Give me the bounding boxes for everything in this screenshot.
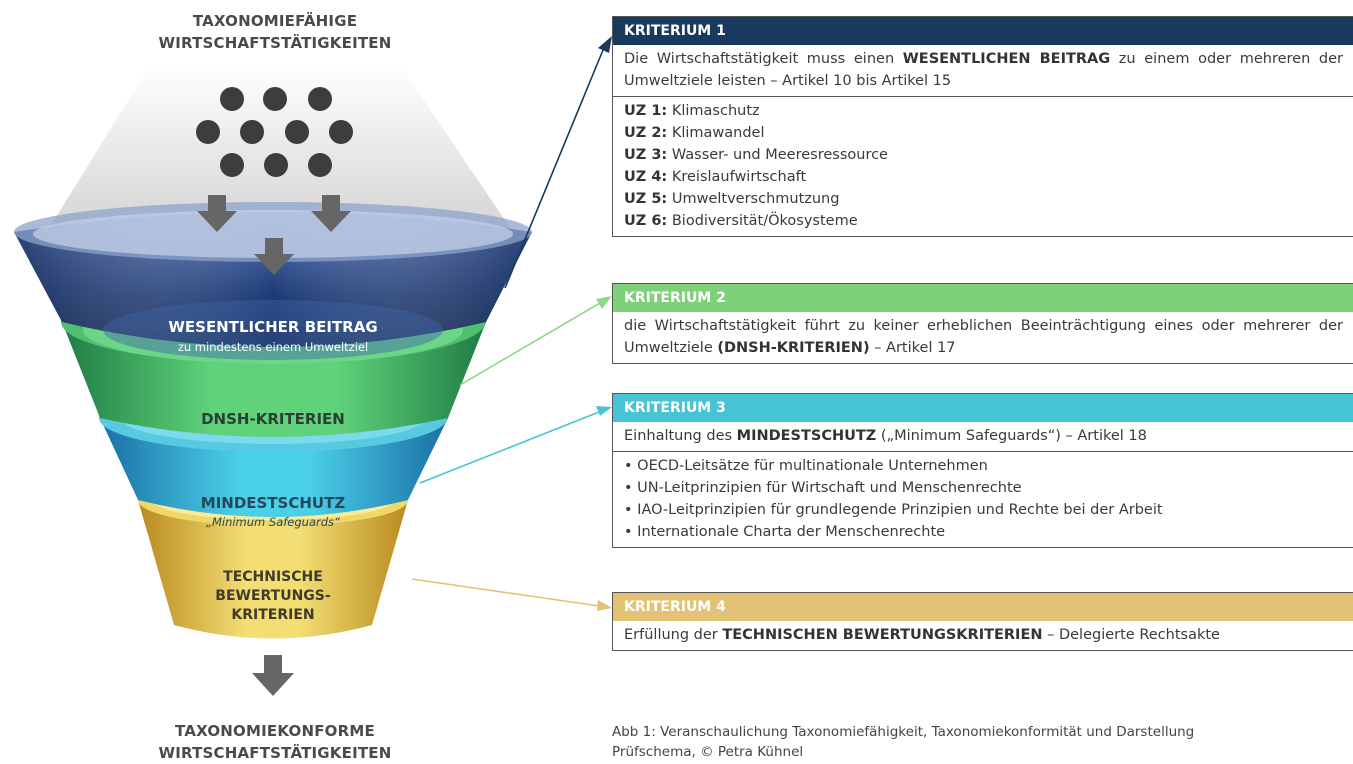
criterion-3-header: KRITERIUM 3 bbox=[613, 394, 1353, 422]
k3-desc-pre: Einhaltung des bbox=[624, 428, 737, 444]
criterion-2-description: die Wirtschaftstätigkeit führt zu keiner… bbox=[613, 312, 1353, 363]
k2-desc-post: – Artikel 17 bbox=[869, 340, 956, 356]
connector-k2 bbox=[459, 302, 601, 386]
k2-desc-bold: (DNSH-KRITERIEN) bbox=[717, 340, 870, 356]
funnel-segment-technisch bbox=[138, 500, 408, 639]
k4-desc-pre: Erfüllung der bbox=[624, 627, 723, 643]
funnel-label-mindestschutz: MINDESTSCHUTZ „Minimum Safeguards“ bbox=[130, 493, 416, 531]
top-title-line1: TAXONOMIEFÄHIGE bbox=[192, 12, 358, 30]
criterion-1-box: KRITERIUM 1 Die Wirtschaftstätigkeit mus… bbox=[612, 16, 1353, 237]
funnel-label-technisch: TECHNISCHE BEWERTUNGS- KRITERIEN bbox=[150, 568, 396, 625]
bottom-title: TAXONOMIEKONFORME WIRTSCHAFTSTÄTIGKEITEN bbox=[90, 720, 460, 764]
caption-line1: Abb 1: Veranschaulichung Taxonomiefähigk… bbox=[612, 724, 1195, 740]
beitrag-title: WESENTLICHER BEITRAG bbox=[168, 318, 378, 336]
goal-item: UZ 1: Klimaschutz bbox=[624, 103, 760, 119]
goal-item: UZ 2: Klimawandel bbox=[624, 125, 765, 141]
list-item: • Internationale Charta der Menschenrech… bbox=[624, 524, 946, 540]
criterion-1-goals: UZ 1: Klimaschutz UZ 2: Klimawandel UZ 3… bbox=[613, 96, 1353, 236]
technisch-line2: BEWERTUNGS- bbox=[215, 588, 331, 604]
caption-line2: Prüfschema, © Petra Kühnel bbox=[612, 744, 804, 760]
k3-desc-post: („Minimum Safeguards“) – Artikel 18 bbox=[876, 428, 1147, 444]
connector-k3 bbox=[419, 411, 600, 484]
down-arrow-icons bbox=[197, 195, 351, 696]
k4-desc-bold: TECHNISCHEN BEWERTUNGSKRITERIEN bbox=[722, 627, 1043, 643]
technisch-line1: TECHNISCHE bbox=[223, 569, 323, 585]
list-item: • OECD-Leitsätze für multinationale Unte… bbox=[624, 458, 988, 474]
connector-k1 bbox=[504, 49, 604, 289]
criterion-4-header: KRITERIUM 4 bbox=[613, 593, 1353, 621]
technisch-line3: KRITERIEN bbox=[231, 607, 315, 623]
criterion-1-header: KRITERIUM 1 bbox=[613, 17, 1353, 45]
criterion-1-description: Die Wirtschaftstätigkeit muss einen WESE… bbox=[613, 45, 1353, 96]
mindestschutz-title: MINDESTSCHUTZ bbox=[200, 494, 346, 512]
criterion-3-box: KRITERIUM 3 Einhaltung des MINDESTSCHUTZ… bbox=[612, 393, 1353, 548]
criterion-4-box: KRITERIUM 4 Erfüllung der TECHNISCHEN BE… bbox=[612, 592, 1353, 651]
funnel-label-dnsh: DNSH-KRITERIEN bbox=[201, 410, 345, 428]
k1-desc-bold: WESENTLICHEN BEITRAG bbox=[902, 51, 1111, 67]
activity-dots bbox=[196, 87, 353, 177]
goal-item: UZ 3: Wasser- und Meeresressource bbox=[624, 147, 888, 163]
criterion-2-box: KRITERIUM 2 die Wirtschaftstätigkeit füh… bbox=[612, 283, 1353, 364]
figure-caption: Abb 1: Veranschaulichung Taxonomiefähigk… bbox=[612, 722, 1332, 762]
connector-k4 bbox=[411, 578, 600, 607]
top-title: TAXONOMIEFÄHIGE WIRTSCHAFTSTÄTIGKEITEN bbox=[90, 10, 460, 54]
goal-item: UZ 4: Kreislaufwirtschaft bbox=[624, 169, 807, 185]
goal-item: UZ 5: Umweltverschmutzung bbox=[624, 191, 840, 207]
criterion-2-header: KRITERIUM 2 bbox=[613, 284, 1353, 312]
criterion-3-description: Einhaltung des MINDESTSCHUTZ („Minimum S… bbox=[613, 422, 1353, 451]
top-title-line2: WIRTSCHAFTSTÄTIGKEITEN bbox=[158, 34, 392, 52]
criterion-4-description: Erfüllung der TECHNISCHEN BEWERTUNGSKRIT… bbox=[613, 621, 1353, 650]
bottom-title-line2: WIRTSCHAFTSTÄTIGKEITEN bbox=[158, 744, 392, 762]
k1-desc-pre: Die Wirtschaftstätigkeit muss einen bbox=[624, 51, 903, 67]
list-item: • UN-Leitprinzipien für Wirtschaft und M… bbox=[624, 480, 1022, 496]
k2-desc-pre: die Wirtschaftstätigkeit führt zu keiner… bbox=[624, 318, 1343, 356]
list-item: • IAO-Leitprinzipien für grundlegende Pr… bbox=[624, 502, 1163, 518]
bottom-title-line1: TAXONOMIEKONFORME bbox=[175, 722, 375, 740]
k1-desc-post: zu einem oder mehreren der Umweltziele l… bbox=[624, 51, 1343, 89]
funnel-label-beitrag: WESENTLICHER BEITRAG zu mindestens einem… bbox=[130, 317, 416, 357]
k3-desc-bold: MINDESTSCHUTZ bbox=[736, 428, 877, 444]
mindestschutz-subtitle: „Minimum Safeguards“ bbox=[206, 515, 340, 529]
criterion-3-list: • OECD-Leitsätze für multinationale Unte… bbox=[613, 451, 1353, 547]
beitrag-subtitle: zu mindestens einem Umweltziel bbox=[177, 340, 369, 354]
fan-background bbox=[45, 65, 515, 235]
funnel-graphic bbox=[14, 36, 612, 696]
k4-desc-post: – Delegierte Rechtsakte bbox=[1042, 627, 1220, 643]
goal-item: UZ 6: Biodiversität/Ökosysteme bbox=[624, 213, 858, 229]
